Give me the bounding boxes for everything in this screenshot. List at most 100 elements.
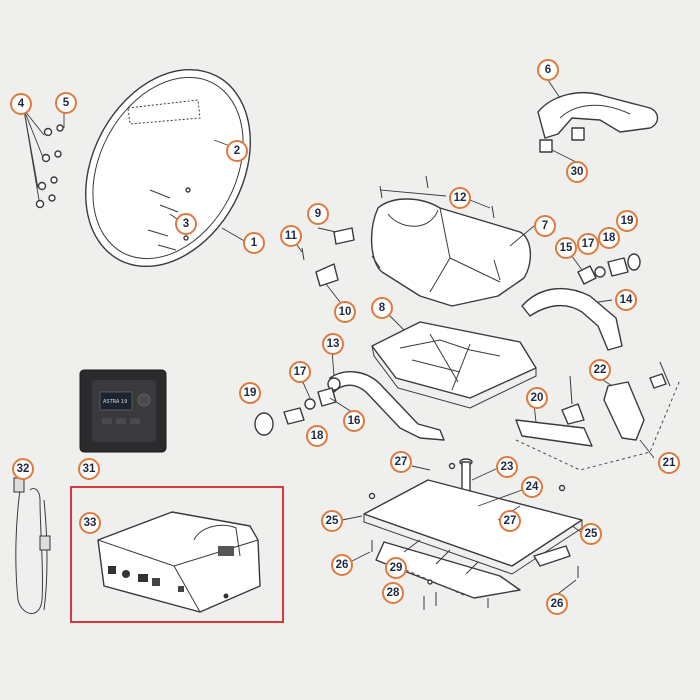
highlight-box: [70, 486, 284, 623]
elevation-shaft-parts: [577, 253, 641, 285]
svg-text:5: 5: [63, 97, 70, 109]
lnb-arm-bracket: [537, 92, 659, 153]
callout-25-left: 25: [321, 510, 343, 532]
callout-22: 22: [589, 359, 611, 381]
wall-controller: ASTRA 19: [79, 369, 167, 453]
elevation-arm-right: [521, 287, 623, 351]
callout-17-left: 17: [289, 361, 311, 383]
svg-text:19: 19: [621, 215, 634, 227]
svg-text:11: 11: [285, 230, 298, 242]
svg-text:13: 13: [327, 338, 340, 350]
callout-32: 32: [12, 458, 34, 480]
callout-13: 13: [322, 333, 344, 355]
rotor-base-plate: [371, 321, 537, 409]
callout-33: 33: [79, 512, 101, 534]
svg-text:30: 30: [571, 166, 584, 178]
callout-24: 24: [521, 476, 543, 498]
svg-text:28: 28: [387, 587, 400, 599]
svg-text:17: 17: [582, 238, 595, 250]
callout-9: 9: [307, 203, 329, 225]
left-shaft-parts: [254, 387, 337, 436]
svg-text:6: 6: [545, 64, 551, 76]
callout-16: 16: [343, 410, 365, 432]
svg-text:1: 1: [251, 237, 258, 249]
svg-text:4: 4: [18, 98, 25, 110]
svg-text:23: 23: [501, 461, 514, 473]
controller-display: ASTRA 19: [103, 399, 127, 405]
cable-clip-and-block: [301, 227, 355, 287]
callout-6: 6: [537, 59, 559, 81]
callout-31: 31: [78, 458, 100, 480]
callout-1: 1: [243, 232, 265, 254]
callout-14: 14: [615, 289, 637, 311]
callout-3: 3: [175, 213, 197, 235]
callout-29: 29: [385, 557, 407, 579]
satellite-dish: [85, 68, 251, 268]
svg-text:24: 24: [526, 481, 539, 493]
elevation-arm-left: [327, 371, 445, 441]
svg-text:7: 7: [542, 220, 548, 232]
callout-19-right: 19: [616, 210, 638, 232]
callout-5: 5: [55, 92, 77, 114]
mounting-plate: [363, 462, 583, 599]
svg-text:18: 18: [311, 430, 324, 442]
callout-11: 11: [280, 225, 302, 247]
callout-20: 20: [526, 387, 548, 409]
callout-19-left: 19: [239, 382, 261, 404]
svg-text:29: 29: [390, 562, 403, 574]
dish-bolts: [147, 187, 191, 251]
callout-15: 15: [555, 237, 577, 259]
callout-30: 30: [566, 161, 588, 183]
callout-17-right: 17: [577, 233, 599, 255]
svg-text:16: 16: [348, 415, 361, 427]
svg-text:14: 14: [620, 294, 633, 306]
svg-text:3: 3: [183, 218, 189, 230]
callout-2: 2: [226, 140, 248, 162]
plate-bolts: [405, 569, 489, 610]
svg-text:2: 2: [234, 145, 240, 157]
svg-text:26: 26: [336, 559, 349, 571]
svg-text:33: 33: [84, 517, 97, 529]
control-box: [97, 511, 261, 613]
callout-26-left: 26: [331, 554, 353, 576]
housing-screws: [379, 175, 495, 219]
svg-text:9: 9: [315, 208, 321, 220]
callout-10: 10: [334, 301, 356, 323]
svg-text:10: 10: [339, 306, 352, 318]
svg-text:32: 32: [17, 463, 30, 475]
svg-text:15: 15: [560, 242, 573, 254]
svg-text:19: 19: [244, 387, 257, 399]
callout-18-left: 18: [306, 425, 328, 447]
svg-text:25: 25: [585, 528, 598, 540]
svg-text:31: 31: [83, 463, 96, 475]
svg-text:18: 18: [603, 232, 616, 244]
svg-text:12: 12: [454, 192, 467, 204]
svg-text:8: 8: [379, 302, 386, 314]
svg-text:20: 20: [531, 392, 544, 404]
svg-text:26: 26: [551, 598, 564, 610]
callout-layer: 1 2 3 4 5 6 7 8 9 10 11 12 13 14 15 16 1…: [10, 59, 680, 615]
callout-27-top: 27: [390, 451, 412, 473]
callout-4: 4: [10, 93, 32, 115]
lnb-tube-assembly: [515, 361, 681, 471]
callout-25-right: 25: [580, 523, 602, 545]
callout-18-right: 18: [598, 227, 620, 249]
motor-housing-cover: [370, 198, 531, 307]
callout-7: 7: [534, 215, 556, 237]
connection-cable: [13, 477, 51, 614]
svg-text:21: 21: [663, 457, 676, 469]
callout-21: 21: [658, 452, 680, 474]
callout-12: 12: [449, 187, 471, 209]
svg-text:25: 25: [326, 515, 339, 527]
callout-28: 28: [382, 582, 404, 604]
svg-text:17: 17: [294, 366, 307, 378]
callout-8: 8: [371, 297, 393, 319]
callout-23: 23: [496, 456, 518, 478]
callout-27-right: 27: [499, 510, 521, 532]
dish-nuts-and-washers: [23, 109, 65, 209]
svg-text:22: 22: [594, 364, 607, 376]
svg-text:27: 27: [395, 456, 408, 468]
svg-text:27: 27: [504, 515, 517, 527]
